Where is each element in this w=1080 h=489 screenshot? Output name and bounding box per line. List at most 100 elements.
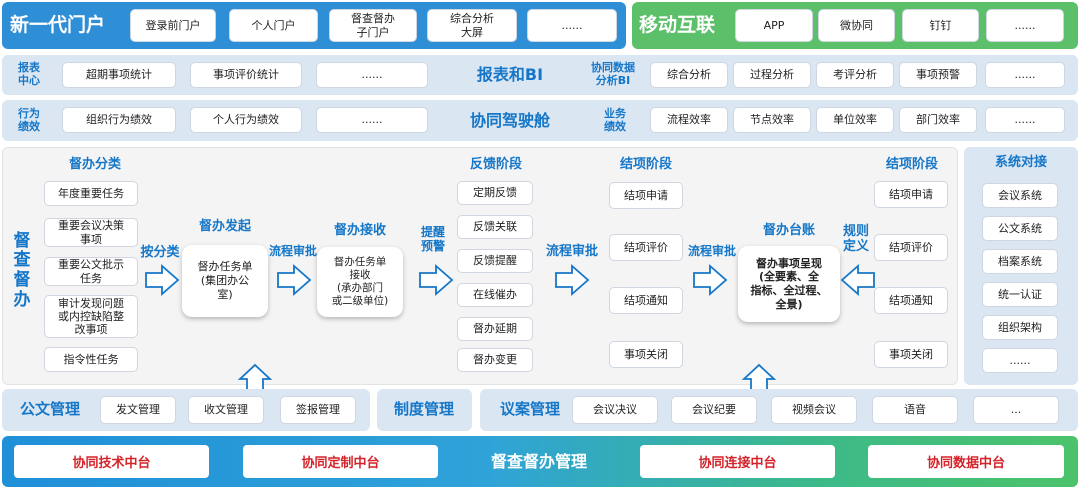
close1-evaluate[interactable]: 结项评价 xyxy=(609,234,683,261)
bi-item-process[interactable]: 过程分析 xyxy=(733,62,811,88)
behavior-perf-label: 行为 绩效 xyxy=(18,107,40,133)
meeting-voice[interactable]: 语音 xyxy=(872,396,958,424)
report-item-evaluation[interactable]: 事项评价统计 xyxy=(190,62,302,88)
report-center-label: 报表 中心 xyxy=(18,61,40,87)
bi-item-more[interactable]: ...... xyxy=(985,62,1065,88)
report-item-more[interactable]: ...... xyxy=(316,62,428,88)
system-meeting[interactable]: 会议系统 xyxy=(982,183,1058,208)
eff-item-dept[interactable]: 部门效率 xyxy=(899,107,977,133)
doc-receive[interactable]: 收文管理 xyxy=(188,396,264,424)
system-more[interactable]: ...... xyxy=(982,348,1058,373)
close1-close[interactable]: 事项关闭 xyxy=(609,341,683,368)
mobile-item-weixietong[interactable]: 微协同 xyxy=(818,9,895,42)
doc-sign[interactable]: 签报管理 xyxy=(280,396,356,424)
category-audit[interactable]: 审计发现问题 或内控缺陷整 改事项 xyxy=(44,295,138,338)
rule-bar xyxy=(377,389,472,431)
feedback-periodic[interactable]: 定期反馈 xyxy=(457,181,533,205)
biz-perf-label: 业务 绩效 xyxy=(604,107,626,133)
bi-item-comprehensive[interactable]: 综合分析 xyxy=(650,62,728,88)
arrow-right-icon xyxy=(555,264,590,296)
feedback-title: 反馈阶段 xyxy=(469,156,522,172)
initiate-box[interactable]: 督办任务单 (集团办公 室) xyxy=(182,245,268,317)
arrow-right-icon xyxy=(145,264,180,296)
footer-data[interactable]: 协同数据中台 xyxy=(868,445,1064,478)
eff-item-unit[interactable]: 单位效率 xyxy=(816,107,894,133)
system-auth[interactable]: 统一认证 xyxy=(982,282,1058,307)
flow-approval-3: 流程审批 xyxy=(687,244,736,259)
close2-notice[interactable]: 结项通知 xyxy=(874,287,948,314)
close2-apply[interactable]: 结项申请 xyxy=(874,181,948,208)
receive-box[interactable]: 督办任务单 接收 (承办部门 或二级单位) xyxy=(317,247,403,317)
close1-apply[interactable]: 结项申请 xyxy=(609,182,683,209)
eff-item-flow[interactable]: 流程效率 xyxy=(650,107,728,133)
portal-item-more[interactable]: ...... xyxy=(527,9,617,42)
remind-label: 提醒 预警 xyxy=(420,225,445,253)
arrow-right-icon xyxy=(419,264,454,296)
ledger-title: 督办台账 xyxy=(762,222,815,238)
category-annual[interactable]: 年度重要任务 xyxy=(44,181,138,206)
meeting-minutes[interactable]: 会议纪要 xyxy=(671,396,757,424)
arrow-right-icon xyxy=(693,264,728,296)
report-bi-title: 报表和BI xyxy=(476,64,544,84)
feedback-link[interactable]: 反馈关联 xyxy=(457,215,533,239)
close2-evaluate[interactable]: 结项评价 xyxy=(874,234,948,261)
bi-item-warning[interactable]: 事项预警 xyxy=(899,62,977,88)
mobile-item-app[interactable]: APP xyxy=(735,9,813,42)
system-org[interactable]: 组织架构 xyxy=(982,315,1058,340)
perf-item-personal[interactable]: 个人行为绩效 xyxy=(190,107,302,133)
close1-notice[interactable]: 结项通知 xyxy=(609,287,683,314)
mobile-item-dingding[interactable]: 钉钉 xyxy=(902,9,979,42)
footer-tech[interactable]: 协同技术中台 xyxy=(14,445,209,478)
ledger-box[interactable]: 督办事项呈现 (全要素、全 指标、全过程、 全景) xyxy=(738,246,840,322)
system-archive[interactable]: 档案系统 xyxy=(982,249,1058,274)
eff-item-more[interactable]: ...... xyxy=(985,107,1065,133)
feedback-urge[interactable]: 在线催办 xyxy=(457,283,533,307)
category-meeting[interactable]: 重要会议决策 事项 xyxy=(44,218,138,247)
rule-title: 制度管理 xyxy=(393,400,454,419)
rule-definition-label: 规则 定义 xyxy=(842,224,869,254)
meeting-resolution[interactable]: 会议决议 xyxy=(572,396,658,424)
close2-close[interactable]: 事项关闭 xyxy=(874,341,948,368)
by-category-label: 按分类 xyxy=(140,244,180,260)
supervision-side-title: 督查督办 xyxy=(13,230,31,310)
system-title: 系统对接 xyxy=(994,154,1047,170)
close-title-2: 结项阶段 xyxy=(885,156,938,172)
category-directive[interactable]: 指令性任务 xyxy=(44,347,138,372)
meeting-more[interactable]: ... xyxy=(973,396,1059,424)
meeting-video[interactable]: 视频会议 xyxy=(771,396,857,424)
category-title: 督办分类 xyxy=(68,156,121,172)
report-item-overdue[interactable]: 超期事项统计 xyxy=(62,62,176,88)
arrow-left-icon xyxy=(840,264,875,296)
perf-item-org[interactable]: 组织行为绩效 xyxy=(62,107,176,133)
report-bar xyxy=(2,55,1078,95)
feedback-delay[interactable]: 督办延期 xyxy=(457,317,533,341)
portal-item-personal[interactable]: 个人门户 xyxy=(229,9,318,42)
system-document[interactable]: 公文系统 xyxy=(982,216,1058,241)
feedback-remind[interactable]: 反馈提醒 xyxy=(457,249,533,273)
portal-item-pre-login[interactable]: 登录前门户 xyxy=(130,9,216,42)
mobile-title: 移动互联 xyxy=(639,14,716,36)
footer-title: 督查督办管理 xyxy=(490,452,587,471)
arrow-right-icon xyxy=(277,264,312,296)
doc-send[interactable]: 发文管理 xyxy=(100,396,176,424)
initiate-title: 督办发起 xyxy=(198,218,251,234)
doc-title: 公文管理 xyxy=(19,400,80,419)
mobile-item-more[interactable]: ...... xyxy=(986,9,1064,42)
portal-item-supervision[interactable]: 督查督办 子门户 xyxy=(329,9,417,42)
portal-item-screen[interactable]: 综合分析 大屏 xyxy=(427,9,517,42)
bi-item-assessment[interactable]: 考评分析 xyxy=(816,62,894,88)
cockpit-bar xyxy=(2,100,1078,141)
footer-custom[interactable]: 协同定制中台 xyxy=(243,445,438,478)
perf-item-more[interactable]: ...... xyxy=(316,107,428,133)
eff-item-node[interactable]: 节点效率 xyxy=(733,107,811,133)
portal-title: 新一代门户 xyxy=(10,14,106,36)
footer-connect[interactable]: 协同连接中台 xyxy=(640,445,835,478)
flow-approval-2: 流程审批 xyxy=(545,243,598,259)
meeting-title: 议案管理 xyxy=(499,400,560,419)
cockpit-title: 协同驾驶舱 xyxy=(469,110,550,130)
close-title-1: 结项阶段 xyxy=(619,156,672,172)
category-document[interactable]: 重要公文批示 任务 xyxy=(44,257,138,286)
feedback-change[interactable]: 督办变更 xyxy=(457,348,533,372)
flow-approval-1: 流程审批 xyxy=(268,244,317,259)
collab-bi-label: 协同数据 分析BI xyxy=(591,61,635,87)
